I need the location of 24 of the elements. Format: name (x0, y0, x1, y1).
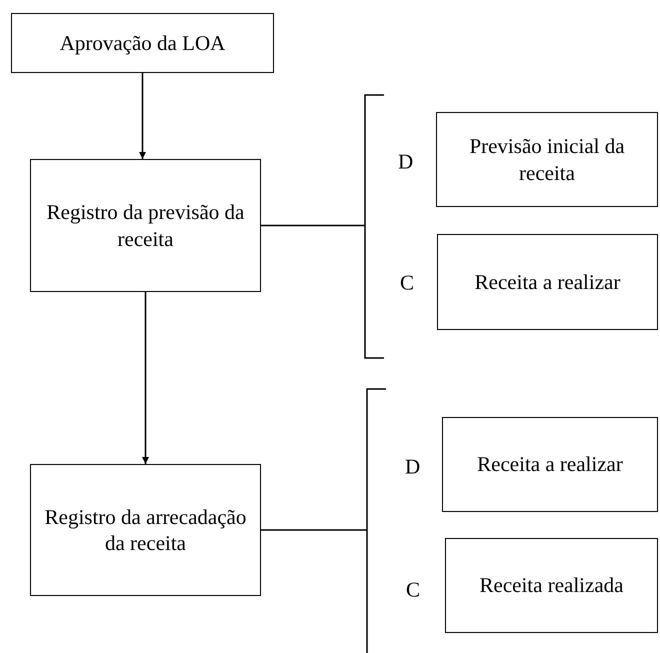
side-letter: C (406, 580, 420, 600)
side-letter: D (405, 456, 420, 478)
side-letter: D (398, 152, 414, 172)
bracket (366, 388, 387, 653)
process-box (30, 464, 261, 596)
box-text: Receita a realizar (474, 268, 620, 296)
process-box (11, 13, 274, 73)
box-text: Aprovação da LOA (60, 30, 226, 56)
bracket (364, 94, 385, 359)
connector-line (261, 224, 365, 226)
box-text: Receita realizada (480, 572, 624, 599)
box-text: Receita a realizar (477, 451, 623, 478)
process-box (436, 112, 658, 207)
process-box (442, 417, 658, 512)
arrow (139, 73, 146, 159)
box-text: Registro da previsão da receita (46, 199, 246, 252)
connector-line (261, 529, 367, 531)
box-text: Registro da arrecadação da receita (44, 504, 248, 556)
process-box (437, 234, 658, 330)
box-text: Previsão inicial da receita (468, 133, 626, 186)
process-box (30, 159, 261, 292)
process-box (445, 538, 658, 633)
side-letter: C (400, 272, 414, 294)
arrow (142, 292, 149, 464)
